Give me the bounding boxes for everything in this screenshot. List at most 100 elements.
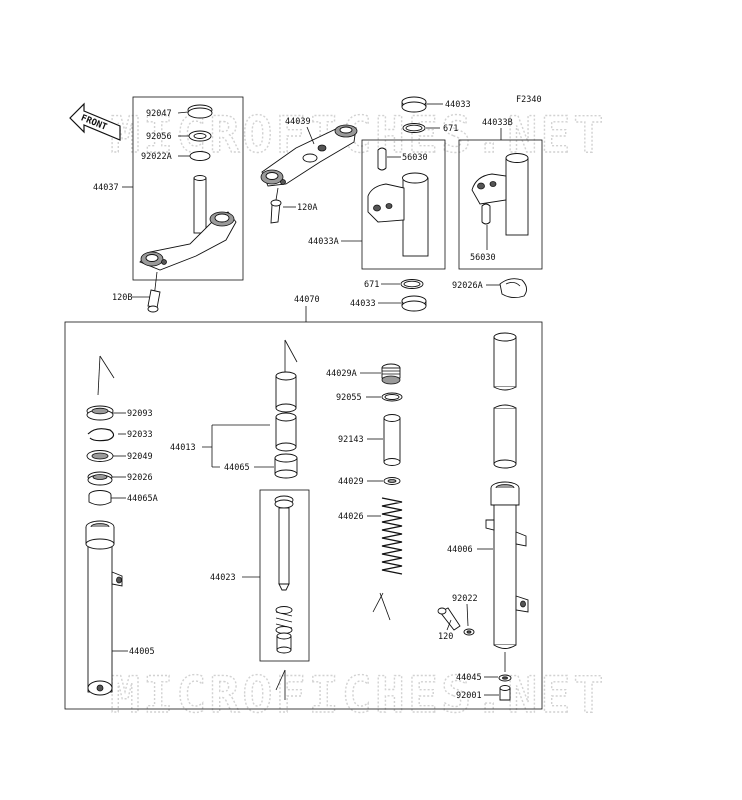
label-44029a: 44029A bbox=[326, 369, 381, 379]
label-92022: 92022 bbox=[452, 594, 478, 627]
label-671-bottom: 671 bbox=[364, 280, 400, 290]
front-fork-box bbox=[64, 321, 543, 710]
clip-92033 bbox=[87, 428, 115, 442]
label-92143: 92143 bbox=[338, 435, 383, 445]
svg-text:92022: 92022 bbox=[452, 594, 478, 604]
label-92056: 92056 bbox=[146, 132, 189, 142]
washer-92022 bbox=[463, 628, 475, 636]
stem-parts bbox=[139, 104, 237, 271]
svg-text:44033A: 44033A bbox=[308, 237, 339, 247]
svg-text:92093: 92093 bbox=[127, 409, 153, 419]
label-92047: 92047 bbox=[146, 109, 189, 119]
label-44029: 44029 bbox=[338, 477, 383, 487]
label-44039: 44039 bbox=[285, 117, 315, 145]
cap-92026a bbox=[499, 278, 527, 299]
label-44045: 44045 bbox=[456, 673, 498, 683]
svg-text:92033: 92033 bbox=[127, 430, 153, 440]
bolt-120a bbox=[270, 187, 282, 224]
bolt-120b bbox=[147, 271, 161, 313]
svg-text:92047: 92047 bbox=[146, 109, 172, 119]
svg-text:92001: 92001 bbox=[456, 691, 482, 701]
svg-text:56030: 56030 bbox=[470, 253, 496, 263]
label-44033-bottom: 44033 bbox=[350, 299, 401, 309]
washer-92049 bbox=[86, 450, 114, 462]
watermark-top: MICROFICHES.NET bbox=[110, 106, 607, 164]
svg-text:44005: 44005 bbox=[129, 647, 155, 657]
handlebar-left-box bbox=[361, 139, 446, 270]
label-92033: 92033 bbox=[118, 430, 153, 440]
label-44065a: 44065A bbox=[111, 494, 158, 504]
cap-44033-top bbox=[401, 96, 427, 113]
svg-text:44026: 44026 bbox=[338, 512, 364, 522]
bolt-120 bbox=[437, 607, 461, 631]
washer-44045 bbox=[498, 674, 512, 682]
label-44005: 44005 bbox=[112, 647, 155, 657]
handlebar-right bbox=[471, 153, 529, 236]
svg-text:120: 120 bbox=[438, 632, 453, 642]
svg-text:92026: 92026 bbox=[127, 473, 153, 483]
svg-text:44033B: 44033B bbox=[482, 118, 513, 128]
spring-44026 bbox=[381, 497, 403, 575]
label-671-top: 671 bbox=[426, 124, 458, 134]
label-44006: 44006 bbox=[447, 545, 493, 555]
oring-671-bottom bbox=[400, 279, 424, 289]
label-92093: 92093 bbox=[113, 409, 153, 419]
upper-bracket bbox=[260, 124, 358, 187]
damper-rod-44023 bbox=[274, 495, 294, 654]
label-92049: 92049 bbox=[113, 452, 153, 462]
washer-92026 bbox=[87, 471, 113, 486]
svg-text:92026A: 92026A bbox=[452, 281, 483, 291]
svg-text:44033: 44033 bbox=[445, 100, 471, 110]
handlebar-right-box bbox=[458, 139, 543, 270]
svg-text:120A: 120A bbox=[297, 203, 317, 213]
svg-text:44039: 44039 bbox=[285, 117, 311, 127]
bushing-lower bbox=[275, 412, 297, 452]
label-44026: 44026 bbox=[338, 512, 381, 522]
bolt-92001 bbox=[499, 685, 511, 701]
label-120a: 120A bbox=[283, 203, 317, 213]
label-44033a: 44033A bbox=[308, 237, 362, 247]
outer-tube-44005 bbox=[85, 520, 123, 696]
label-120b: 120B bbox=[112, 293, 150, 303]
svg-text:44006: 44006 bbox=[447, 545, 473, 555]
label-44065: 44065 bbox=[224, 463, 274, 473]
label-56030-right: 56030 bbox=[470, 225, 496, 263]
svg-text:44065: 44065 bbox=[224, 463, 250, 473]
svg-text:671: 671 bbox=[443, 124, 458, 134]
label-44033-top: 44033 bbox=[427, 100, 471, 110]
cap-44033-bottom bbox=[401, 295, 427, 312]
svg-text:44070: 44070 bbox=[294, 295, 320, 305]
svg-text:92056: 92056 bbox=[146, 132, 172, 142]
diagram-code: F2340 bbox=[516, 95, 542, 105]
svg-text:44029A: 44029A bbox=[326, 369, 357, 379]
svg-text:92055: 92055 bbox=[336, 393, 362, 403]
svg-text:56030: 56030 bbox=[402, 153, 428, 163]
svg-text:44065A: 44065A bbox=[127, 494, 158, 504]
svg-text:44013: 44013 bbox=[170, 443, 196, 453]
label-92022a: 92022A bbox=[141, 152, 190, 162]
label-92055: 92055 bbox=[336, 393, 381, 403]
label-120: 120 bbox=[438, 619, 453, 642]
svg-text:44045: 44045 bbox=[456, 673, 482, 683]
label-92001: 92001 bbox=[456, 691, 499, 701]
bushing-44065a bbox=[88, 490, 112, 506]
bushing-44065 bbox=[274, 453, 298, 479]
inner-tube bbox=[493, 332, 517, 469]
svg-text:44029: 44029 bbox=[338, 477, 364, 487]
svg-text:44023: 44023 bbox=[210, 573, 236, 583]
label-92026a: 92026A bbox=[452, 281, 500, 291]
svg-text:44033: 44033 bbox=[350, 299, 376, 309]
label-44033b: 44033B bbox=[482, 118, 513, 140]
svg-text:120B: 120B bbox=[112, 293, 132, 303]
handlebar-left bbox=[367, 147, 429, 257]
stem-box bbox=[132, 96, 244, 281]
svg-text:92049: 92049 bbox=[127, 452, 153, 462]
cap-bolt-44029a bbox=[381, 363, 401, 385]
label-44037: 44037 bbox=[93, 183, 133, 193]
washer-44029 bbox=[383, 477, 401, 485]
bushing-upper bbox=[275, 371, 297, 413]
svg-text:92022A: 92022A bbox=[141, 152, 172, 162]
seal-92093 bbox=[86, 405, 114, 421]
label-56030-left: 56030 bbox=[387, 153, 428, 163]
